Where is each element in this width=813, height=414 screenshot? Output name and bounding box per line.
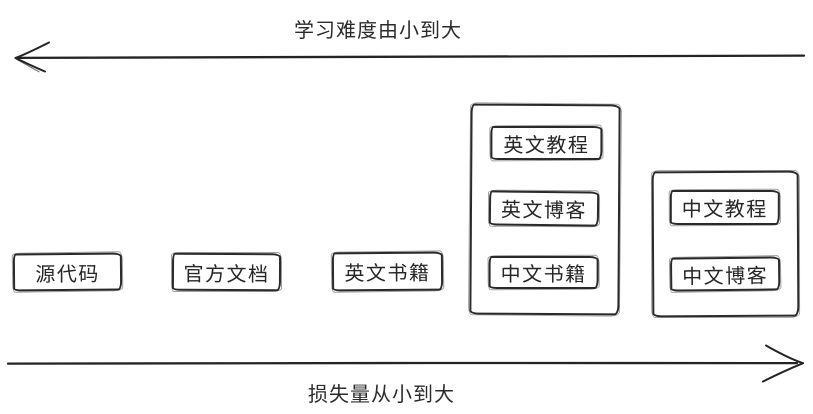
item-box-chinese-blogs: 中文博客 <box>669 256 781 292</box>
item-box-chinese-books: 中文书籍 <box>488 255 599 290</box>
item-label: 英文教程 <box>503 134 590 157</box>
item-label: 中文博客 <box>682 265 769 288</box>
item-label: 源代码 <box>35 263 100 286</box>
arrow-right-icon <box>6 344 804 383</box>
item-box-english-books: 英文书籍 <box>331 251 444 292</box>
item-box-chinese-tutorials: 中文教程 <box>669 189 780 226</box>
bottom-axis-label: 损失量从小到大 <box>308 384 455 406</box>
item-label: 官方文档 <box>183 263 270 286</box>
item-box-source-code: 源代码 <box>12 252 123 292</box>
item-box-official-docs: 官方文档 <box>171 252 282 292</box>
item-label: 英文博客 <box>500 199 588 223</box>
group-box-1: 英文教程 英文博客 中文书籍 <box>469 103 621 316</box>
item-box-english-blogs: 英文博客 <box>488 190 600 227</box>
item-box-english-tutorials: 英文教程 <box>490 125 603 161</box>
group-box-2: 中文教程 中文博客 <box>651 170 800 318</box>
top-axis-label: 学习难度由小到大 <box>294 20 462 42</box>
arrow-left-icon <box>14 41 806 73</box>
item-label: 英文书籍 <box>344 262 431 286</box>
item-label: 中文教程 <box>681 198 768 222</box>
item-label: 中文书籍 <box>500 263 587 287</box>
